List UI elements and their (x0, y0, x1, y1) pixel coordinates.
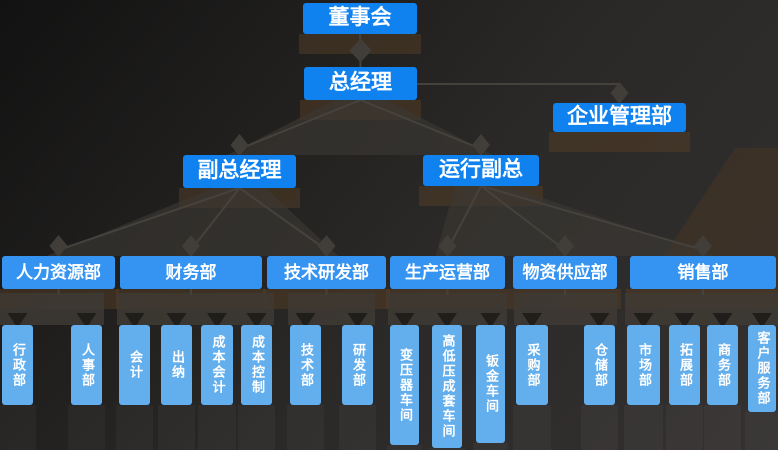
org-node-cashier: 出纳 (161, 325, 192, 405)
down-arrow-icon (124, 313, 145, 328)
org-node-ops-vp: 运行副总 (423, 155, 539, 186)
org-node-finance: 财务部 (120, 256, 262, 289)
band-connector (117, 293, 274, 325)
org-node-cost-accounting: 成本会计 (201, 325, 233, 405)
org-node-hr: 人力资源部 (2, 256, 115, 289)
column-strip (666, 405, 703, 450)
down-arrow-icon (49, 235, 68, 257)
org-node-hv-lv-assembly: 高低压成套车间 (432, 325, 462, 448)
org-node-warehouse: 仓储部 (584, 325, 615, 405)
column-strip (624, 405, 663, 450)
org-node-production: 生产运营部 (390, 256, 505, 289)
down-arrow-icon (166, 313, 187, 328)
org-node-tech-rd: 技术研发部 (267, 256, 386, 289)
down-arrow-icon (556, 235, 574, 257)
column-strip (238, 405, 275, 450)
connector-line (58, 187, 240, 251)
fan-connector (435, 186, 715, 256)
org-node-sales: 销售部 (630, 256, 776, 289)
connector-line (446, 185, 482, 251)
down-arrow-icon (522, 313, 542, 328)
down-arrow-icon (76, 313, 97, 328)
column-strip (158, 405, 195, 450)
down-arrow-icon (610, 82, 629, 104)
down-arrow-icon (246, 313, 267, 328)
down-arrow-icon (472, 134, 490, 156)
column-strip (116, 405, 153, 450)
down-arrow-icon (182, 235, 200, 257)
shadow-strip (549, 132, 690, 152)
band-connector (625, 293, 778, 325)
down-arrow-icon (438, 235, 457, 257)
connector-line (239, 99, 361, 150)
column-strip (287, 405, 324, 450)
org-node-ent-mgmt: 企业管理部 (553, 103, 686, 132)
org-node-customer-service: 客户服务部 (748, 325, 776, 412)
org-node-gm: 总经理 (304, 67, 417, 100)
down-arrow-icon (480, 313, 501, 328)
org-node-transformer: 变压器车间 (390, 325, 419, 445)
column-strip (473, 443, 508, 450)
down-arrow-icon (207, 313, 227, 328)
org-node-cost-control: 成本控制 (241, 325, 272, 405)
down-arrow-icon (674, 313, 695, 328)
column-strip (68, 405, 105, 450)
column-strip (581, 405, 618, 450)
connector-line (480, 185, 704, 251)
org-node-commerce: 商务部 (707, 325, 738, 405)
down-arrow-icon (7, 313, 28, 328)
column-strip (513, 405, 551, 450)
org-node-purchasing: 采购部 (516, 325, 548, 405)
connector-line (238, 187, 328, 251)
down-arrow-icon (694, 235, 712, 257)
down-arrow-icon (394, 313, 415, 328)
org-node-rd: 研发部 (342, 325, 373, 405)
org-node-tech: 技术部 (290, 325, 321, 405)
fan-connector (46, 188, 339, 256)
down-arrow-icon (633, 313, 654, 328)
org-node-board: 董事会 (303, 3, 417, 34)
org-node-expansion: 拓展部 (669, 325, 700, 405)
org-node-deputy-gm: 副总经理 (183, 155, 296, 188)
org-node-personnel: 人事部 (71, 325, 102, 405)
down-arrow-icon (347, 313, 368, 328)
org-node-admin: 行政部 (2, 325, 33, 405)
connector-line (360, 99, 482, 150)
down-arrow-icon (437, 313, 457, 328)
column-strip (704, 405, 741, 450)
down-arrow-icon (230, 134, 249, 156)
connector-line (190, 187, 241, 251)
down-arrow-icon (317, 235, 336, 257)
connector-line (480, 185, 566, 251)
org-node-sheet-metal: 钣金车间 (476, 325, 505, 443)
column-strip (198, 405, 236, 450)
column-strip (0, 405, 36, 450)
column-strip (339, 405, 376, 450)
org-node-supply: 物资供应部 (513, 256, 617, 289)
fan-connector (227, 100, 493, 155)
org-node-accounting: 会计 (119, 325, 150, 405)
down-arrow-icon (295, 313, 316, 328)
down-arrow-icon (712, 313, 733, 328)
org-node-market: 市场部 (627, 325, 660, 405)
column-strip (745, 412, 778, 450)
down-arrow-icon (589, 313, 610, 328)
column-strip (387, 445, 422, 450)
down-arrow-icon (752, 313, 772, 328)
diamond-arrow-icon (349, 38, 372, 63)
